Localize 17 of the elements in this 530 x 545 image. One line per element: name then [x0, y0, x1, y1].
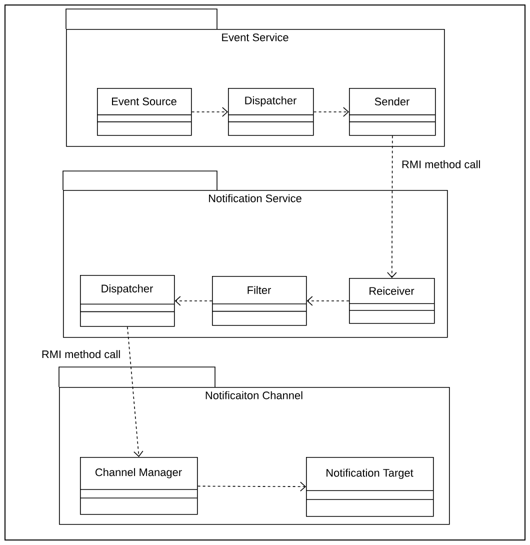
- arrow: [127, 326, 144, 457]
- class-box: Filter: [212, 276, 307, 326]
- class-box: Event Source: [96, 88, 192, 136]
- arrow: [197, 482, 306, 492]
- arrow: [387, 135, 397, 278]
- class-box: Notification Target: [306, 457, 434, 517]
- class-box: Dispatcher: [228, 88, 314, 136]
- class-box: Channel Manager: [80, 457, 198, 515]
- class-box: Dispatcher: [80, 275, 175, 327]
- class-box: Sender: [348, 88, 436, 136]
- edge-label: RMI method call: [42, 350, 120, 358]
- class-box: Reiceiver: [348, 278, 435, 324]
- arrow: [191, 107, 228, 117]
- arrow: [174, 296, 212, 306]
- arrow: [313, 107, 349, 117]
- edge-label: RMI method call: [402, 160, 480, 168]
- arrow: [306, 296, 350, 306]
